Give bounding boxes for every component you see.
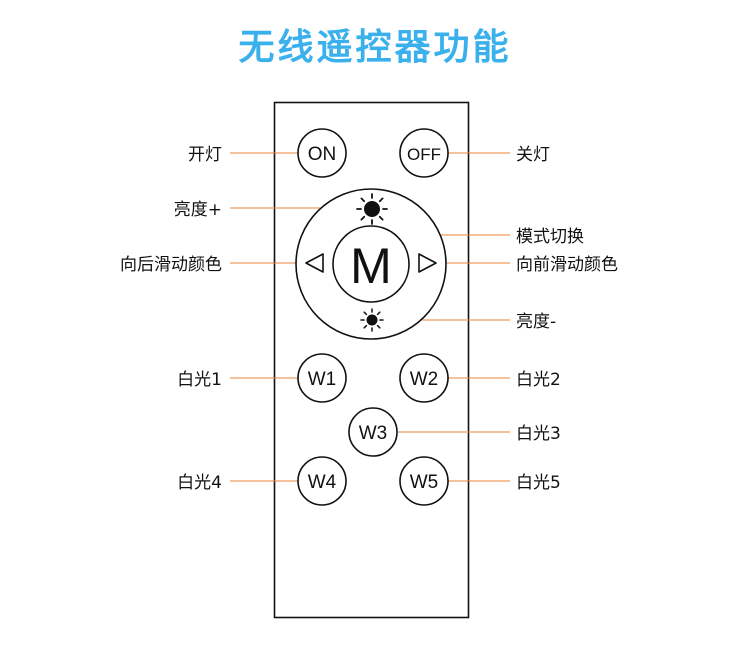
prev-color-button[interactable]	[305, 253, 324, 273]
label-brightness-down: 亮度-	[516, 312, 556, 332]
page-title: 无线遥控器功能	[238, 27, 512, 68]
w2-button-label: W2	[410, 369, 439, 390]
brightness-up-button[interactable]	[356, 193, 388, 225]
w5-button-label: W5	[410, 472, 439, 493]
label-next-color: 向前滑动颜色	[516, 255, 618, 275]
off-button[interactable]: OFF	[399, 128, 449, 178]
label-w2: 白光2	[516, 370, 561, 390]
w1-button[interactable]: W1	[297, 353, 347, 403]
next-color-button[interactable]	[418, 253, 437, 273]
label-w5: 白光5	[516, 473, 561, 493]
label-w4: 白光4	[177, 473, 222, 493]
off-button-label: OFF	[407, 145, 441, 164]
mode-button[interactable]: M	[332, 225, 410, 303]
w5-button[interactable]: W5	[399, 456, 449, 506]
brightness-down-button[interactable]	[360, 308, 384, 332]
w2-button[interactable]: W2	[399, 353, 449, 403]
on-button[interactable]: ON	[297, 128, 347, 178]
on-button-label: ON	[308, 144, 337, 165]
label-on: 开灯	[188, 145, 222, 165]
w4-button-label: W4	[308, 472, 337, 493]
w4-button[interactable]: W4	[297, 456, 347, 506]
sun-icon	[360, 308, 384, 332]
w1-button-label: W1	[308, 369, 337, 390]
mode-button-label: M	[350, 238, 392, 294]
label-w1: 白光1	[177, 370, 222, 390]
label-mode: 模式切换	[516, 227, 584, 247]
label-off: 关灯	[516, 145, 550, 165]
sun-icon	[356, 193, 388, 225]
triangle-right-icon	[418, 253, 437, 273]
w3-button-label: W3	[359, 423, 388, 444]
label-prev-color: 向后滑动颜色	[120, 255, 222, 275]
w3-button[interactable]: W3	[348, 407, 398, 457]
label-w3: 白光3	[516, 424, 561, 444]
triangle-left-icon	[305, 253, 324, 273]
label-brightness-up: 亮度+	[174, 200, 222, 220]
